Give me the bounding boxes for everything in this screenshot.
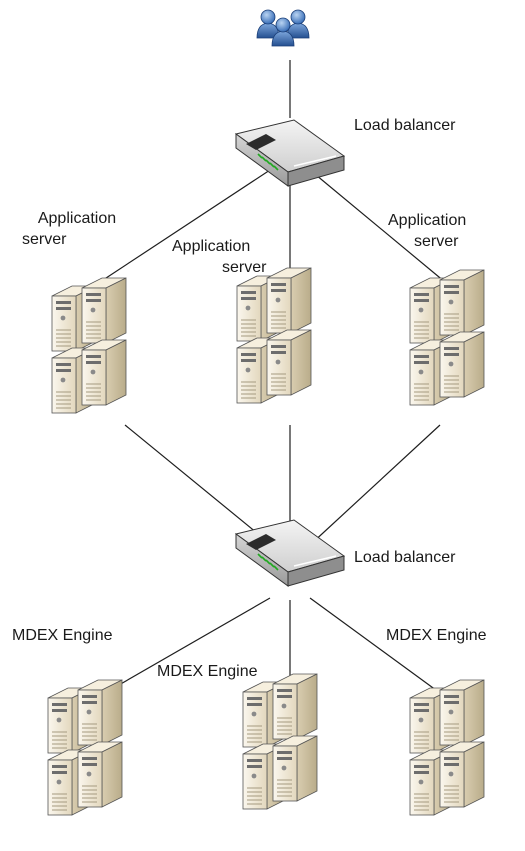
mdex-engine-left-stack-icon <box>48 680 122 815</box>
app-server-left-label: Application server <box>22 208 132 250</box>
link-lb-top-app-right <box>309 169 446 283</box>
app-server-left-label-line1: Application <box>37 210 117 227</box>
mdex-engine-right-stack-icon <box>410 680 484 815</box>
app-server-left-stack-icon <box>52 278 126 413</box>
link-app-right-lb-bottom <box>309 424 441 546</box>
app-server-middle-label-line1: Application <box>172 238 251 255</box>
connection-lines <box>99 60 446 694</box>
app-server-right-label: Application server <box>388 210 466 252</box>
link-lb-bottom-mdex-right <box>309 597 441 694</box>
load-balancer-bottom-label: Load balancer <box>354 549 456 566</box>
app-server-right-label-line2: server <box>414 233 459 250</box>
link-lb-top-app-left <box>99 169 271 283</box>
users-icon <box>256 9 310 47</box>
mdex-engine-left-label: MDEX Engine <box>12 627 113 644</box>
mdex-engine-right-label: MDEX Engine <box>386 627 487 644</box>
app-server-middle-label: Application server <box>172 236 266 278</box>
load-balancer-bottom-icon <box>235 519 345 587</box>
app-server-middle-stack-icon <box>237 268 311 403</box>
link-lb-bottom-mdex-left <box>104 597 271 694</box>
mdex-engine-middle-stack-icon <box>243 674 317 809</box>
app-server-right-label-line1: Application <box>388 212 467 229</box>
load-balancer-top-label: Load balancer <box>354 117 456 134</box>
load-balancer-top-icon <box>235 119 345 187</box>
app-server-left-label-line2: server <box>22 231 67 248</box>
link-app-left-lb-bottom <box>124 424 269 543</box>
app-server-middle-label-line2: server <box>222 259 267 276</box>
mdex-engine-middle-label: MDEX Engine <box>157 663 258 680</box>
app-server-right-stack-icon <box>410 270 484 405</box>
